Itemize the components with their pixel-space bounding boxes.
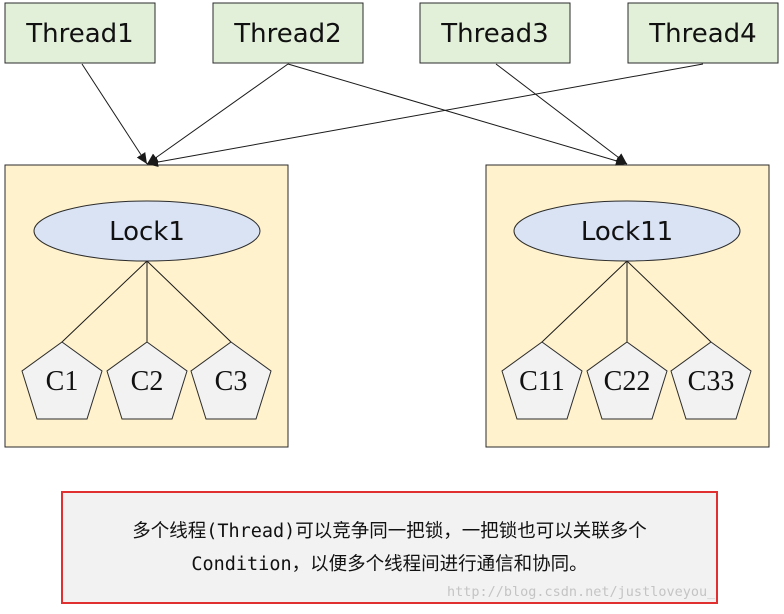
lock-label: Lock11: [581, 217, 673, 247]
edge-thread4-lock1: [146, 63, 704, 167]
condition-label: C2: [131, 366, 164, 397]
lock-node-1: Lock1: [33, 200, 261, 262]
lock11-condition-links: [541, 260, 712, 343]
condition-pentagon: [586, 341, 668, 420]
link-lock1-c3: [146, 260, 232, 343]
thread-box: [419, 2, 571, 64]
link-lock11-c11: [541, 260, 628, 343]
thread-node-2: Thread2: [212, 2, 364, 64]
condition-node: C2: [106, 341, 188, 420]
thread-label: Thread3: [440, 19, 548, 49]
thread-lock-edges: [81, 63, 704, 167]
edge-thread2-lock11: [287, 63, 628, 166]
lock-ellipse: [513, 200, 741, 262]
condition-node: C1: [21, 341, 103, 420]
condition-node: C11: [501, 341, 583, 420]
thread-box: [212, 2, 364, 64]
condition-node: C3: [190, 341, 272, 420]
condition-pentagon: [21, 341, 103, 420]
condition-pentagon: [670, 341, 752, 420]
lock-label: Lock1: [109, 217, 185, 247]
condition-label: C11: [519, 366, 565, 397]
edge-thread1-lock1: [81, 63, 148, 165]
note-text: 多个线程(Thread)可以竞争同一把锁，一把锁也可以关联多个 Conditio…: [132, 515, 647, 581]
condition-label: C3: [215, 366, 248, 397]
condition-pentagon: [501, 341, 583, 420]
thread-label: Thread2: [233, 19, 341, 49]
thread-node-3: Thread3: [419, 2, 571, 64]
thread-box: [627, 2, 779, 64]
thread-label: Thread4: [648, 19, 756, 49]
condition-node: C22: [586, 341, 668, 420]
explanation-note: 多个线程(Thread)可以竞争同一把锁，一把锁也可以关联多个 Conditio…: [61, 491, 718, 604]
condition-label: C1: [46, 366, 79, 397]
condition-node: C33: [670, 341, 752, 420]
note-line-1: 多个线程(Thread)可以竞争同一把锁，一把锁也可以关联多个: [132, 520, 647, 542]
condition-pentagon: [106, 341, 188, 420]
condition-label: C22: [604, 366, 651, 397]
lock-node-11: Lock11: [513, 200, 741, 262]
thread-box: [4, 2, 156, 64]
thread-node-4: Thread4: [627, 2, 779, 64]
note-line-2: Condition，以便多个线程间进行通信和协同。: [191, 553, 588, 575]
link-lock1-c1: [61, 260, 148, 343]
lock-ellipse: [33, 200, 261, 262]
thread-label: Thread1: [25, 19, 133, 49]
thread-node-1: Thread1: [4, 2, 156, 64]
lock1-condition-links: [61, 260, 232, 343]
watermark: http://blog.csdn.net/justloveyou_: [447, 584, 716, 600]
link-lock11-c33: [626, 260, 712, 343]
edge-thread3-lock11: [495, 63, 628, 165]
condition-pentagon: [190, 341, 272, 420]
edge-thread2-lock1: [146, 63, 289, 165]
condition-label: C33: [688, 366, 735, 397]
